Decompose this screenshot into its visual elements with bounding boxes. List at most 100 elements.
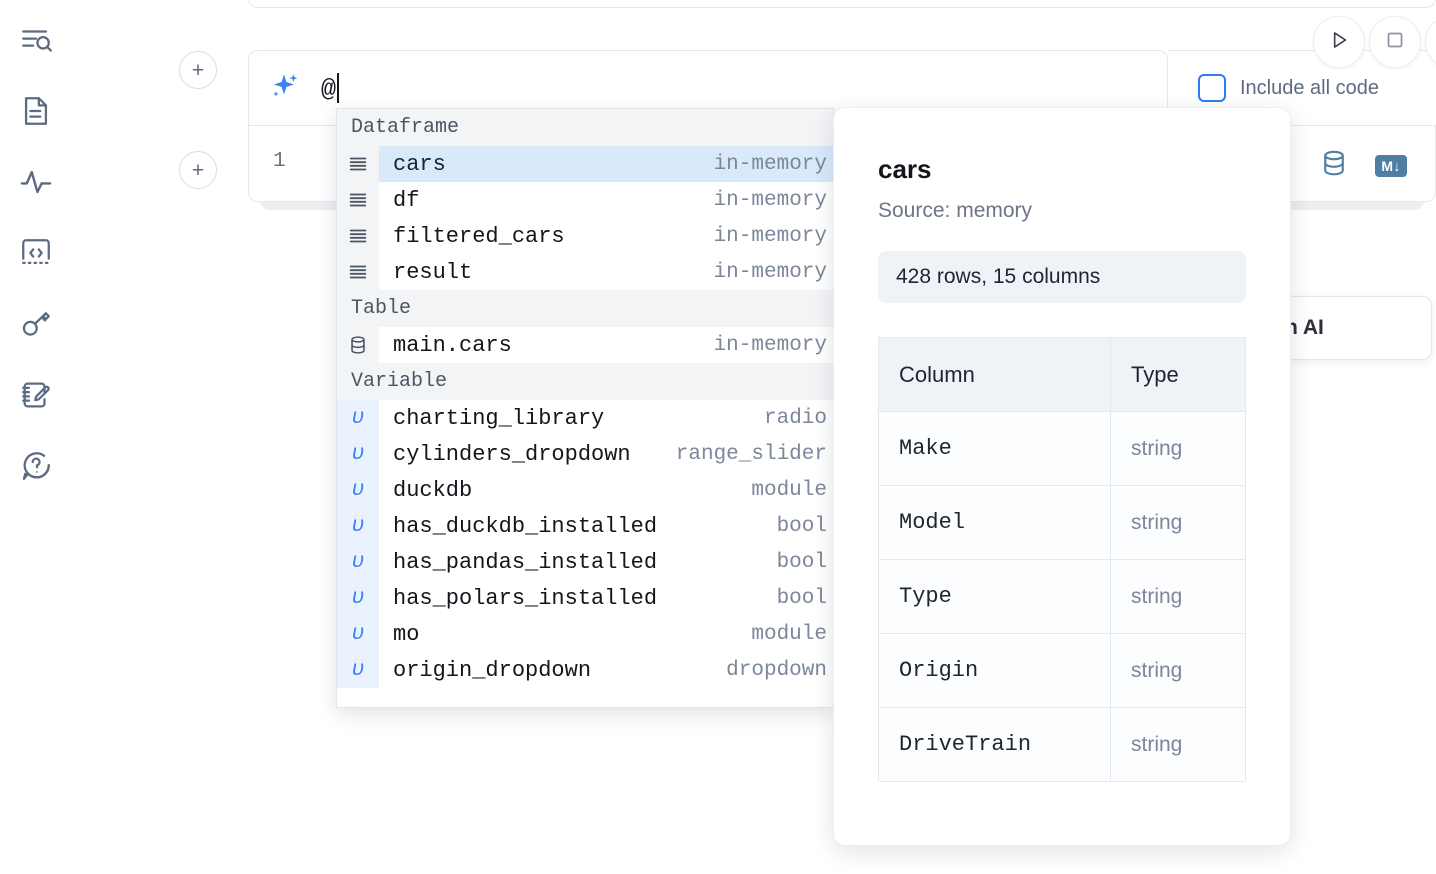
sidebar-item-help[interactable] <box>14 444 58 488</box>
ai-sparkle-icon <box>267 71 301 105</box>
schema-column-header: Column <box>878 337 1111 412</box>
autocomplete-item-type: module <box>751 478 827 502</box>
autocomplete-item-type: in-memory <box>713 152 827 176</box>
variable-upsilon-icon: υ <box>337 544 379 580</box>
ai-prompt-input[interactable]: @ <box>321 72 340 104</box>
schema-column-name: Type <box>878 559 1111 634</box>
detail-title: cars <box>878 154 932 184</box>
autocomplete-item[interactable]: filtered_cars in-memory <box>337 218 833 254</box>
markdown-badge[interactable]: M↓ <box>1375 154 1407 177</box>
schema-column-name: DriveTrain <box>878 707 1111 782</box>
autocomplete-item-body: charting_library radio <box>379 400 833 436</box>
schema-column-type: string <box>1110 633 1246 708</box>
autocomplete-item-body: has_duckdb_installed bool <box>379 508 833 544</box>
dataframe-lines-icon <box>337 146 379 182</box>
previous-cell-card <box>248 0 1436 8</box>
autocomplete-item-name: charting_library <box>393 405 605 431</box>
stop-square-icon <box>1382 27 1408 58</box>
sidebar-item-secrets[interactable] <box>14 302 58 346</box>
autocomplete-item-name: filtered_cars <box>393 223 565 249</box>
variable-upsilon-icon: υ <box>337 652 379 688</box>
schema-column-type: string <box>1110 411 1246 486</box>
schema-column-type: string <box>1110 485 1246 560</box>
autocomplete-item-type: range_slider <box>675 442 827 466</box>
code-snippet-icon <box>19 236 53 270</box>
autocomplete-item-name: cars <box>393 151 446 177</box>
autocomplete-item-type: in-memory <box>713 188 827 212</box>
activity-pulse-icon <box>19 165 53 199</box>
variable-upsilon-icon: υ <box>337 400 379 436</box>
plus-icon: + <box>191 58 205 82</box>
generate-with-ai-label: h AI <box>1285 316 1324 339</box>
autocomplete-item-body: cylinders_dropdown range_slider <box>379 436 833 472</box>
sidebar-item-activity[interactable] <box>14 160 58 204</box>
autocomplete-group-header: Variable <box>337 363 833 400</box>
dataframe-lines-icon <box>337 254 379 290</box>
play-triangle-icon <box>1326 27 1352 58</box>
autocomplete-item-body: filtered_cars in-memory <box>379 218 833 254</box>
schema-column-type: string <box>1110 707 1246 782</box>
run-button[interactable] <box>1313 16 1365 68</box>
include-all-code-checkbox[interactable] <box>1198 74 1226 102</box>
schema-column-type: string <box>1110 559 1246 634</box>
autocomplete-item-body: main.cars in-memory <box>379 327 833 363</box>
sidebar-item-scratchpad[interactable] <box>14 373 58 417</box>
autocomplete-item[interactable]: main.cars in-memory <box>337 327 833 363</box>
key-icon <box>19 307 53 341</box>
autocomplete-item-type: in-memory <box>713 224 827 248</box>
sidebar-item-explorer[interactable] <box>14 18 58 62</box>
explorer-search-icon <box>19 23 53 57</box>
autocomplete-item-name: origin_dropdown <box>393 657 592 683</box>
autocomplete-item-type: radio <box>763 406 827 430</box>
autocomplete-item-name: has_duckdb_installed <box>393 513 658 539</box>
database-icon[interactable] <box>1319 148 1349 183</box>
autocomplete-item-name: cylinders_dropdown <box>393 441 631 467</box>
plus-icon: + <box>191 158 205 182</box>
autocomplete-item-name: duckdb <box>393 477 473 503</box>
sidebar-item-files[interactable] <box>14 89 58 133</box>
autocomplete-group-header: Table <box>337 290 833 327</box>
autocomplete-item-name: has_polars_installed <box>393 585 658 611</box>
schema-table-header-row: Column Type <box>878 337 1246 412</box>
left-icon-rail <box>0 0 72 874</box>
detail-source: Source: memory <box>878 199 1033 222</box>
autocomplete-item[interactable]: cars in-memory <box>337 146 833 182</box>
schema-type-header: Type <box>1110 337 1246 412</box>
notebook-pencil-icon <box>19 378 53 412</box>
autocomplete-item-name: mo <box>393 621 420 647</box>
dataframe-lines-icon <box>337 218 379 254</box>
stop-button[interactable] <box>1369 16 1421 68</box>
dataframe-lines-icon <box>337 182 379 218</box>
autocomplete-item[interactable]: υ charting_library radio <box>337 400 833 436</box>
sidebar-item-snippets[interactable] <box>14 231 58 275</box>
autocomplete-item-name: main.cars <box>393 332 512 358</box>
add-cell-button-top[interactable]: + <box>179 51 217 89</box>
variable-upsilon-icon: υ <box>337 472 379 508</box>
schema-column-name: Model <box>878 485 1111 560</box>
autocomplete-item-type: in-memory <box>713 333 827 357</box>
autocomplete-item-body: duckdb module <box>379 472 833 508</box>
ai-prompt-value: @ <box>321 74 337 104</box>
add-cell-button-bottom[interactable]: + <box>179 151 217 189</box>
autocomplete-item-type: bool <box>776 514 827 538</box>
autocomplete-item-name: result <box>393 259 473 285</box>
schema-column-name: Make <box>878 411 1111 486</box>
cell-action-icons: M↓ <box>1319 148 1407 183</box>
